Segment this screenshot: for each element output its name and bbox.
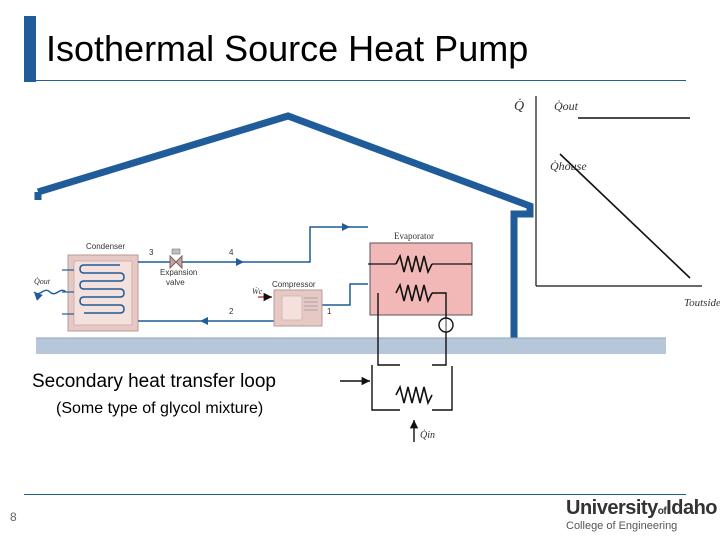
glycol-caption: (Some type of glycol mixture) [56, 400, 264, 417]
footer-divider [24, 494, 686, 495]
refrigerant-piping [138, 226, 368, 322]
secondary-loop-piping [371, 292, 453, 411]
graph-y-axis-label: Q̇ [514, 98, 524, 114]
q-out-condenser-label: Q̇out [34, 277, 51, 286]
university-logo: UniversityofIdaho [566, 497, 718, 520]
state-4-label: 4 [229, 248, 234, 257]
condenser-label: Condenser [86, 242, 125, 251]
page-number: 8 [10, 510, 17, 524]
q-out-arrow [33, 289, 67, 301]
state-2-label: 2 [229, 307, 234, 316]
logo-word-idaho: Idaho [666, 497, 718, 519]
expansion-valve-label-2: valve [166, 278, 185, 287]
ground-strip [36, 338, 666, 354]
expansion-valve [169, 248, 183, 270]
condenser-unit [62, 254, 139, 332]
secondary-loop-caption: Secondary heat transfer loop [32, 371, 276, 392]
evaporator-label: Evaporator [394, 231, 434, 241]
heat-vs-temperature-graph [535, 96, 702, 287]
title-divider [24, 80, 686, 81]
college-name: College of Engineering [566, 520, 678, 532]
graph-q-out-label: Q̇out [554, 99, 579, 113]
title-accent-bar [24, 16, 36, 82]
graph-x-axis-label: Toutside [684, 297, 720, 309]
condenser-coil [79, 264, 125, 314]
evaporator-unit [368, 242, 473, 316]
compressor-label: Compressor [272, 280, 316, 289]
q-house-line [559, 153, 691, 279]
state-3-label: 3 [149, 248, 154, 257]
page-title: Isothermal Source Heat Pump [46, 28, 529, 69]
work-compressor-label: Ẇc [252, 287, 263, 296]
state-1-label: 1 [327, 307, 332, 316]
q-in-label: Q̇in [420, 429, 435, 441]
compressor-unit [273, 289, 323, 327]
logo-word-university: University [566, 497, 658, 519]
logo-word-of: of [657, 506, 667, 517]
flow-arrows [200, 223, 350, 325]
expansion-valve-label-1: Expansion [160, 268, 197, 277]
house-outline [34, 112, 534, 340]
graph-q-house-label: Q̇house [550, 159, 587, 173]
ground-heat-exchanger-coil [395, 384, 433, 406]
